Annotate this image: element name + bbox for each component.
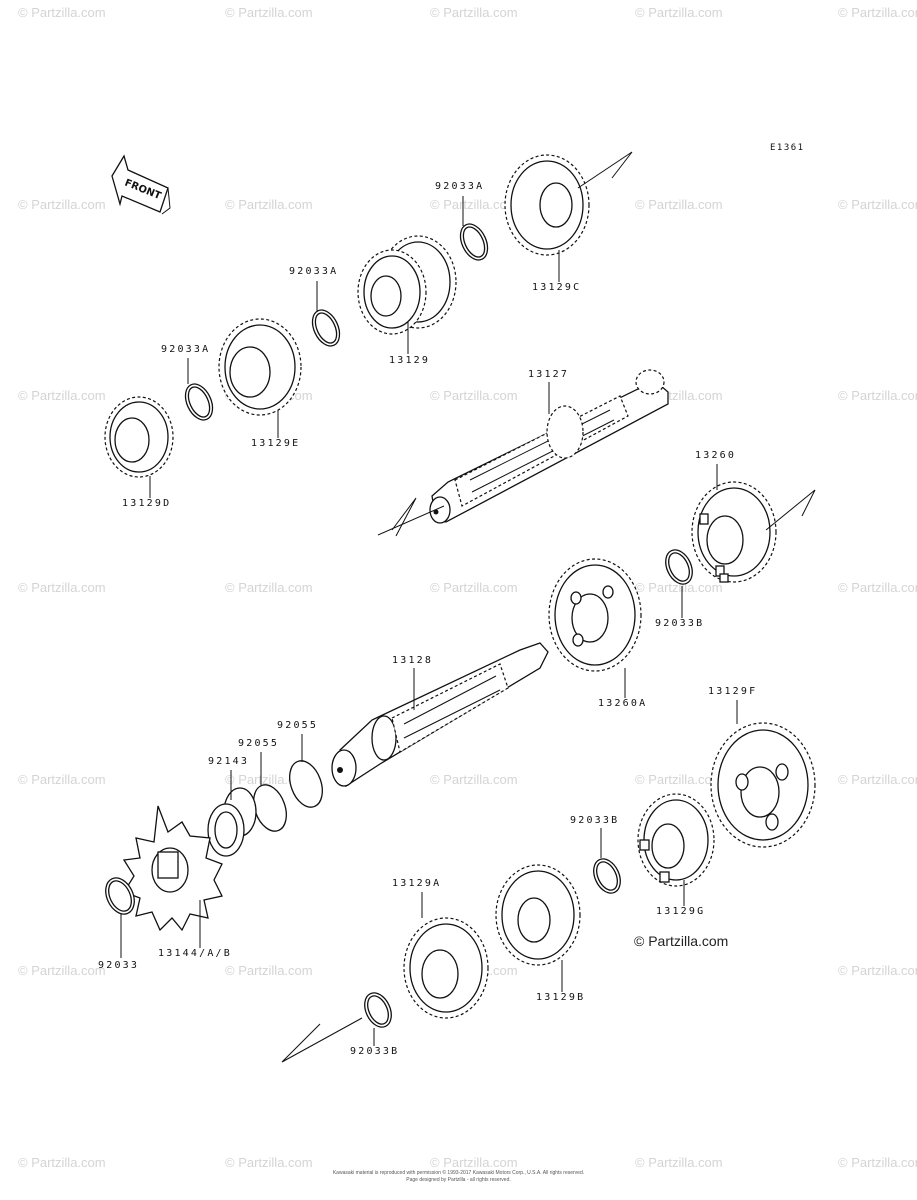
watermark: © Partzilla.com <box>225 963 313 978</box>
collar-92143 <box>207 787 257 857</box>
watermark: © Partzilla.com <box>430 388 518 403</box>
gear-13129D <box>104 396 174 478</box>
circlip-92033A <box>311 309 341 347</box>
gear-13129C <box>504 154 590 256</box>
watermark: © Partzilla.com <box>18 963 106 978</box>
watermark: © Partzilla.com <box>18 772 106 787</box>
part-label: 92033B <box>570 815 620 826</box>
gear-13260A <box>548 558 642 672</box>
part-label: 92033A <box>161 344 211 355</box>
sprocket-13144 <box>122 805 223 932</box>
watermark: © Partzilla.com <box>838 388 917 403</box>
part-label: 92033B <box>655 618 705 629</box>
footer-line-2: Page designed by Partzilla - all rights … <box>406 1177 511 1183</box>
copyright-notice: © Partzilla.com <box>634 933 729 949</box>
part-label: 92033 <box>98 960 140 971</box>
watermark: © Partzilla.com <box>18 580 106 595</box>
part-label: 92033B <box>350 1046 400 1057</box>
watermark: © Partzilla.com <box>430 5 518 20</box>
circlip-92033 <box>105 877 135 915</box>
circlip-92033B <box>593 858 621 894</box>
watermark: © Partzilla.com <box>635 772 723 787</box>
gear-13129A <box>403 917 489 1019</box>
watermark: © Partzilla.com <box>430 580 518 595</box>
part-label: 13129 <box>389 355 431 366</box>
part-label: 13260A <box>598 698 648 709</box>
watermark: © Partzilla.com <box>18 1155 106 1170</box>
front-arrow-icon: FRONT <box>111 154 171 215</box>
circlip-92033A <box>184 383 214 421</box>
watermark: © Partzilla.com <box>18 5 106 20</box>
gear-13129 <box>357 235 457 335</box>
part-label: 13129B <box>536 992 586 1003</box>
watermark: © Partzilla.com <box>225 1155 313 1170</box>
watermark: © Partzilla.com <box>18 388 106 403</box>
watermark: © Partzilla.com <box>430 1155 518 1170</box>
gear-13129B <box>495 864 581 966</box>
part-label: 92055 <box>238 738 280 749</box>
diagram-code: E1361 <box>770 143 805 153</box>
leader-lines <box>120 196 738 1046</box>
gear-13129G <box>637 793 715 887</box>
circlip-92033A <box>459 223 489 261</box>
watermark: © Partzilla.com <box>430 197 518 212</box>
part-label: 13129E <box>251 438 301 449</box>
gear-13129F <box>710 722 816 848</box>
watermark: © Partzilla.com <box>635 580 723 595</box>
gear-13129E <box>218 318 302 416</box>
part-label: 13129D <box>122 498 172 509</box>
part-label: 13129F <box>708 686 758 697</box>
watermark: © Partzilla.com <box>635 1155 723 1170</box>
watermark: © Partzilla.com <box>430 772 518 787</box>
part-label: 92033A <box>435 181 485 192</box>
watermark: © Partzilla.com <box>18 197 106 212</box>
part-label: 13129G <box>656 906 706 917</box>
circlip-92033B <box>364 992 392 1028</box>
watermark: © Partzilla.com <box>838 772 917 787</box>
shaft-13127 <box>377 369 669 537</box>
watermark: © Partzilla.com <box>838 580 917 595</box>
gear-13260 <box>691 481 777 583</box>
watermark: © Partzilla.com <box>838 5 917 20</box>
part-label: 92055 <box>277 720 319 731</box>
part-label: 13260 <box>695 450 737 461</box>
part-label: 92143 <box>208 756 250 767</box>
watermark: © Partzilla.com <box>838 963 917 978</box>
footer-line-1: Kawasaki material is reproduced with per… <box>332 1170 585 1176</box>
part-label: 13144/A/B <box>158 948 232 959</box>
watermark: © Partzilla.com <box>225 5 313 20</box>
part-label: 13129A <box>392 878 442 889</box>
watermark: © Partzilla.com <box>635 5 723 20</box>
watermark: © Partzilla.com <box>838 1155 917 1170</box>
part-label: 13127 <box>528 369 570 380</box>
watermark: © Partzilla.com <box>635 197 723 212</box>
part-label: 92033A <box>289 266 339 277</box>
watermark: © Partzilla.com <box>225 197 313 212</box>
watermark: © Partzilla.com <box>225 580 313 595</box>
o-ring-92055 <box>289 760 323 808</box>
part-label: 13129C <box>532 282 582 293</box>
watermark: © Partzilla.com <box>838 197 917 212</box>
part-label: 13128 <box>392 655 434 666</box>
shaft-13128 <box>331 642 549 788</box>
circlip-92033B <box>665 549 693 585</box>
